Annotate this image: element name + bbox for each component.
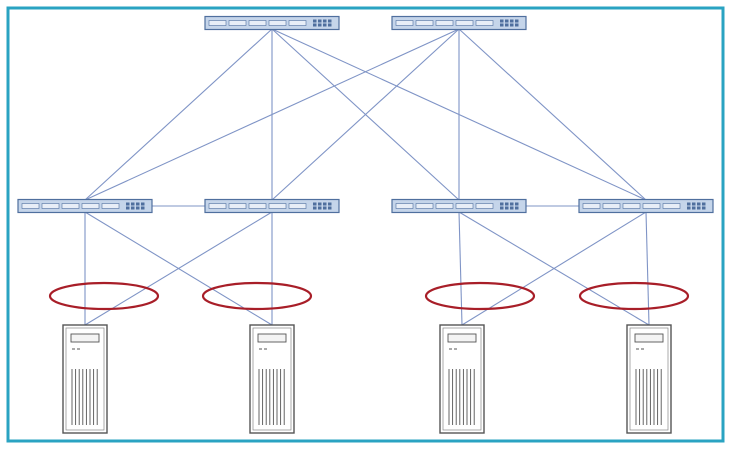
link-aggregation-ring (48, 281, 160, 311)
network-switch-icon (391, 15, 527, 31)
link-aggregation-ring (424, 281, 536, 311)
server-link-line (458, 211, 463, 326)
server-link-line (645, 211, 650, 326)
network-switch-icon (391, 198, 527, 214)
tower-server-icon (249, 324, 295, 434)
tower-server-icon (439, 324, 485, 434)
uplink-line (271, 28, 460, 201)
server-link-line (84, 211, 273, 326)
tower-server-icon (626, 324, 672, 434)
link-aggregation-ring (201, 281, 313, 311)
uplink-line (458, 28, 647, 201)
uplink-line (84, 28, 460, 201)
link-aggregation-ring (578, 281, 690, 311)
network-switch-icon (204, 15, 340, 31)
nodes-layer (17, 15, 714, 434)
links-layer (48, 28, 690, 326)
diagram-frame (6, 6, 725, 443)
network-switch-icon (578, 198, 714, 214)
server-link-line (461, 211, 647, 326)
uplink-line (84, 28, 273, 201)
network-switch-icon (204, 198, 340, 214)
tower-server-icon (62, 324, 108, 434)
network-switch-icon (17, 198, 153, 214)
